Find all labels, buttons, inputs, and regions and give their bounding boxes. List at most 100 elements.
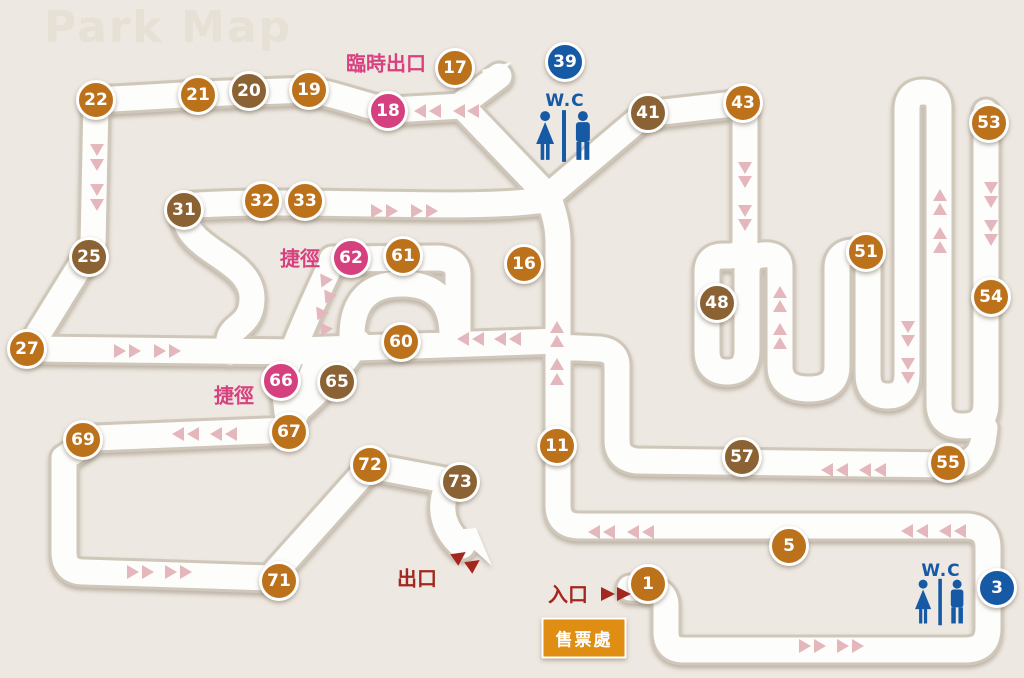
direction-arrow-icon: [738, 205, 752, 217]
direction-arrow-icon: [509, 332, 521, 346]
direction-arrow-icon: [901, 321, 915, 333]
station-marker-25: 25: [69, 237, 109, 277]
direction-arrow-icon: [773, 337, 787, 349]
direction-arrow-icon: [550, 373, 564, 385]
direction-arrow-icon: [315, 322, 333, 340]
direction-arrow-icon: [901, 358, 915, 370]
exit-label: 出口: [397, 566, 437, 591]
direction-arrow-icon: [426, 204, 438, 218]
page-title: Park Map: [44, 2, 293, 53]
direction-arrow-icon: [814, 639, 826, 653]
direction-arrow-icon: [315, 273, 333, 291]
wc-label-bottom: W.C: [921, 561, 961, 581]
station-marker-55: 55: [928, 443, 968, 483]
station-marker-60: 60: [381, 322, 421, 362]
station-marker-11: 11: [537, 426, 577, 466]
station-marker-65: 65: [317, 362, 357, 402]
direction-arrow-icon: [550, 321, 564, 333]
station-marker-3: 3: [977, 568, 1017, 608]
direction-arrow-icon: [142, 565, 154, 579]
station-marker-61: 61: [383, 236, 423, 276]
direction-arrow-icon: [773, 300, 787, 312]
direction-arrow-icon: [954, 524, 966, 538]
direction-arrow-icon: [371, 204, 383, 218]
shortcut-label-bottom: 捷徑: [214, 383, 254, 408]
direction-arrow-icon: [129, 344, 141, 358]
station-marker-31: 31: [164, 190, 204, 230]
temp-exit-path-tip: [482, 62, 512, 86]
direction-arrow-icon: [210, 427, 222, 441]
station-marker-69: 69: [63, 420, 103, 460]
direction-arrow-icon: [411, 204, 423, 218]
direction-arrow-icon: [127, 565, 139, 579]
station-marker-5: 5: [769, 526, 809, 566]
direction-arrow-icon: [550, 358, 564, 370]
station-marker-48: 48: [697, 283, 737, 323]
station-marker-32: 32: [242, 181, 282, 221]
direction-arrow-icon: [773, 286, 787, 298]
direction-arrow-icon: [933, 203, 947, 215]
direction-arrow-icon: [453, 104, 465, 118]
station-marker-33: 33: [285, 181, 325, 221]
direction-arrow-icon: [933, 189, 947, 201]
direction-arrow-icon: [467, 104, 479, 118]
direction-arrow-icon: [821, 463, 833, 477]
direction-arrow-icon: [414, 104, 426, 118]
station-marker-1: 1: [628, 564, 668, 604]
station-marker-18: 18: [368, 91, 408, 131]
wc-label-top: W.C: [545, 91, 585, 111]
direction-arrow-icon: [933, 227, 947, 239]
direction-arrow-icon: [627, 525, 639, 539]
direction-arrow-icon: [837, 639, 849, 653]
direction-arrow-icon: [901, 335, 915, 347]
station-marker-19: 19: [289, 70, 329, 110]
direction-arrow-icon: [603, 525, 615, 539]
direction-arrow-icon: [901, 372, 915, 384]
exit-path-tip: [452, 528, 492, 566]
direction-arrow-icon: [90, 199, 104, 211]
direction-arrow-icon: [901, 524, 913, 538]
direction-arrow-icon: [550, 335, 564, 347]
toilet-icons-top: [531, 110, 599, 166]
direction-arrow-icon: [984, 182, 998, 194]
ticket-office-sign: 售票處: [541, 617, 627, 659]
station-marker-51: 51: [846, 232, 886, 272]
entrance-label: 入口: [548, 582, 588, 607]
direction-arrow-icon: [738, 219, 752, 231]
station-marker-54: 54: [971, 277, 1011, 317]
direction-arrow-icon: [738, 176, 752, 188]
direction-arrow-icon: [165, 565, 177, 579]
direction-arrow-icon: [319, 289, 337, 307]
station-marker-20: 20: [229, 71, 269, 111]
station-marker-62: 62: [331, 238, 371, 278]
direction-arrow-icon: [874, 463, 886, 477]
station-marker-41: 41: [628, 93, 668, 133]
direction-arrow-icon: [836, 463, 848, 477]
gate-arrow-icon: [601, 587, 615, 601]
direction-arrow-icon: [114, 344, 126, 358]
direction-arrow-icon: [494, 332, 506, 346]
direction-arrow-icon: [386, 204, 398, 218]
station-marker-27: 27: [7, 329, 47, 369]
station-marker-57: 57: [722, 437, 762, 477]
station-marker-66: 66: [261, 361, 301, 401]
direction-arrow-icon: [939, 524, 951, 538]
direction-arrow-icon: [311, 306, 329, 324]
direction-arrow-icon: [472, 332, 484, 346]
direction-arrow-icon: [984, 234, 998, 246]
station-marker-72: 72: [350, 445, 390, 485]
direction-arrow-icon: [773, 323, 787, 335]
direction-arrow-icon: [984, 196, 998, 208]
direction-arrow-icon: [738, 162, 752, 174]
toilet-icons-bottom: [911, 578, 972, 630]
direction-arrow-icon: [859, 463, 871, 477]
station-marker-21: 21: [178, 75, 218, 115]
direction-arrow-icon: [180, 565, 192, 579]
direction-arrow-icon: [984, 220, 998, 232]
shortcut-label-top: 捷徑: [280, 246, 320, 271]
direction-arrow-icon: [429, 104, 441, 118]
station-marker-43: 43: [723, 83, 763, 123]
direction-arrow-icon: [457, 332, 469, 346]
